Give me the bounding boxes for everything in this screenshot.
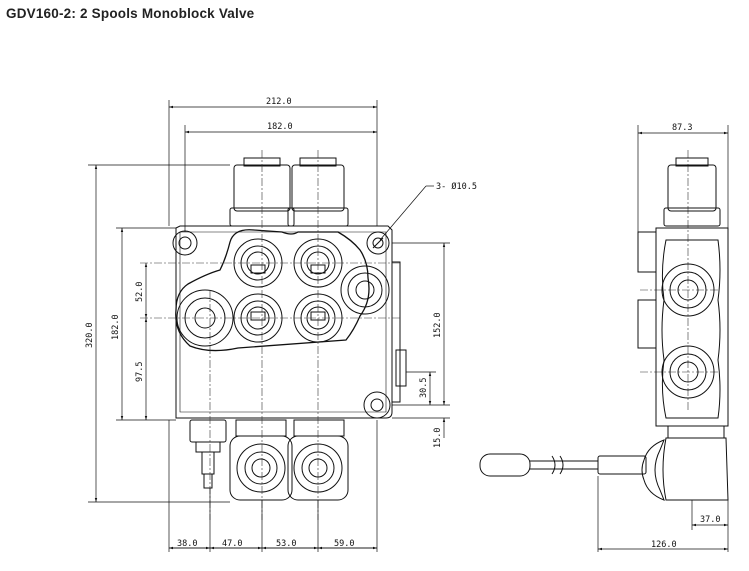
valve-body-outline <box>175 225 393 419</box>
mounting-hole-top-left <box>172 230 198 256</box>
dim-bottom-38: 38.0 <box>177 539 197 549</box>
dim-mounting-holes: 3- Ø10.5 <box>436 181 477 192</box>
side-plate <box>391 261 401 403</box>
dim-right-port-height: 152.0 <box>433 312 443 338</box>
cavity-outline <box>175 229 370 352</box>
side-top-cap-end <box>675 157 709 167</box>
front-view <box>172 157 407 501</box>
dim-bottom-47: 47.0 <box>222 539 242 549</box>
side-lower-flange <box>667 425 725 439</box>
dim-hole-spacing-width: 182.0 <box>267 122 293 132</box>
mounting-hole-bottom-right <box>363 391 391 419</box>
side-boss <box>395 349 407 387</box>
lever-knob <box>479 453 531 477</box>
side-top-flange <box>663 207 721 227</box>
dim-overall-height: 320.0 <box>85 322 95 348</box>
side-left-boss-1 <box>637 231 657 273</box>
lever-housing <box>662 437 729 501</box>
bottom-spool-1 <box>229 419 293 501</box>
side-top-cap <box>667 164 717 212</box>
dim-hole-spacing-height: 182.0 <box>111 314 121 340</box>
dim-lower-port-height: 97.5 <box>135 362 145 382</box>
dim-overall-width: 212.0 <box>266 97 292 107</box>
dim-bottom-59: 59.0 <box>334 539 354 549</box>
dim-bottom-53: 53.0 <box>276 539 296 549</box>
dim-lever-length: 126.0 <box>651 540 677 550</box>
relief-valve <box>189 419 227 489</box>
side-port-upper <box>661 263 715 317</box>
dim-port-spacing: 52.0 <box>135 282 145 302</box>
side-dimension-lines <box>597 125 729 552</box>
side-left-boss-2 <box>637 299 657 349</box>
lever-break-symbol <box>551 455 564 475</box>
side-body <box>655 227 729 427</box>
lever-joint <box>597 455 647 475</box>
page-title: GDV160-2: 2 Spools Monoblock Valve <box>6 6 255 21</box>
side-view <box>479 157 729 501</box>
lever-boot <box>641 439 665 501</box>
dim-side-port-offset: 30.5 <box>419 378 429 398</box>
dimension-lines <box>88 100 450 552</box>
mounting-hole-top-right <box>366 231 390 255</box>
port-outlet <box>340 265 390 315</box>
valve-body-inner-outline <box>179 231 387 413</box>
dim-spool-protrusion: 15.0 <box>433 428 443 448</box>
dim-side-depth: 87.3 <box>672 123 692 133</box>
dim-lever-offset: 37.0 <box>700 515 720 525</box>
side-port-lower <box>661 345 715 399</box>
